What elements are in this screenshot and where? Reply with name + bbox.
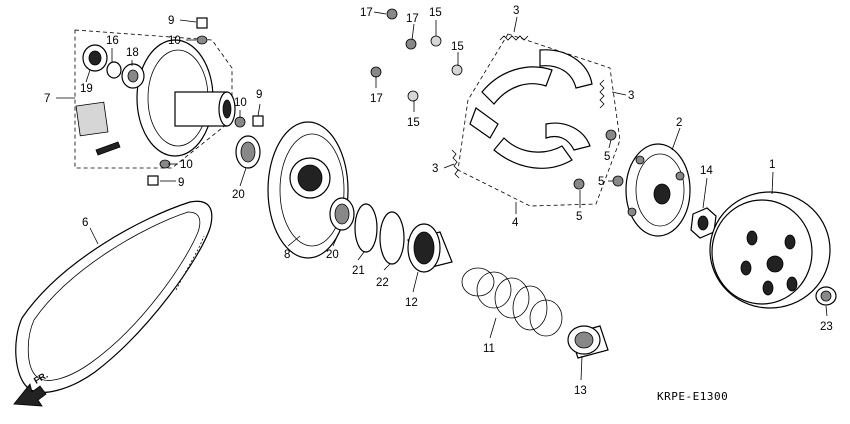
leader-lines [56, 11, 828, 381]
washer-15-top [430, 35, 442, 47]
callout-4: 4 [512, 217, 519, 229]
drive-belt [15, 200, 213, 393]
callout-labels: 9 10 16 18 19 7 10 9 10 9 20 6 8 20 21 2… [44, 5, 833, 397]
callout-9-mid: 9 [256, 89, 262, 101]
front-direction-arrow [13, 383, 47, 407]
callout-17-top: 17 [360, 7, 373, 19]
callout-9-top: 9 [168, 15, 174, 27]
clutch-shoe-box [457, 33, 621, 207]
callout-16: 16 [106, 35, 119, 47]
callout-22: 22 [376, 277, 389, 289]
callout-19: 19 [80, 83, 93, 95]
callout-5-upper: 5 [604, 151, 610, 163]
clip-17-mid [405, 38, 417, 50]
callout-12: 12 [405, 297, 418, 309]
clip-17-top [386, 8, 398, 20]
callout-20-upper: 20 [232, 189, 245, 201]
callout-17-mid: 17 [406, 13, 419, 25]
callout-20-lower: 20 [326, 249, 339, 261]
callout-10-low: 10 [180, 159, 193, 171]
top-bolt-and-collar [196, 17, 208, 45]
seal-collar [407, 223, 453, 273]
clutch-drive-plate [625, 143, 691, 237]
o-ring [379, 211, 405, 265]
callout-23: 23 [820, 321, 833, 333]
nut-5c [612, 175, 624, 187]
shoe-spring-right [599, 79, 605, 109]
callout-3-top: 3 [513, 5, 519, 17]
clutch-outer [709, 191, 831, 309]
callout-14: 14 [700, 165, 713, 177]
drive-face-box [74, 29, 236, 169]
callout-21: 21 [352, 265, 365, 277]
driven-spring [461, 267, 563, 337]
callout-1: 1 [769, 159, 775, 171]
callout-17-left: 17 [370, 93, 383, 105]
clip-17-left [370, 66, 382, 78]
nut-5b [573, 178, 585, 190]
callout-11: 11 [483, 343, 495, 355]
washer-15-low [407, 90, 419, 102]
circlip [354, 203, 378, 253]
callout-3-right: 3 [628, 90, 634, 102]
washer-15-right [451, 64, 463, 76]
callout-15-right: 15 [451, 41, 464, 53]
callout-3-left: 3 [432, 163, 438, 175]
callout-15-low: 15 [407, 117, 420, 129]
callout-8: 8 [284, 249, 290, 261]
shoe-spring-top [499, 35, 529, 41]
callout-5-mid: 5 [598, 176, 604, 188]
callout-5-lower: 5 [576, 211, 582, 223]
outer-nut [815, 286, 837, 306]
driven-face [267, 121, 349, 259]
spring-seat [567, 325, 609, 359]
callout-2: 2 [676, 117, 682, 129]
callout-18: 18 [126, 47, 139, 59]
callout-6: 6 [82, 217, 88, 229]
callout-10-top: 10 [168, 35, 181, 47]
callout-10-mid: 10 [234, 97, 247, 109]
callout-13: 13 [574, 385, 587, 397]
shoe-spring-left [451, 149, 460, 179]
diagram-code: KRPE-E1300 [657, 390, 728, 403]
callout-7: 7 [44, 93, 50, 105]
callout-15-top: 15 [429, 7, 442, 19]
callout-9-low: 9 [178, 177, 184, 189]
nut-5a [605, 129, 617, 141]
